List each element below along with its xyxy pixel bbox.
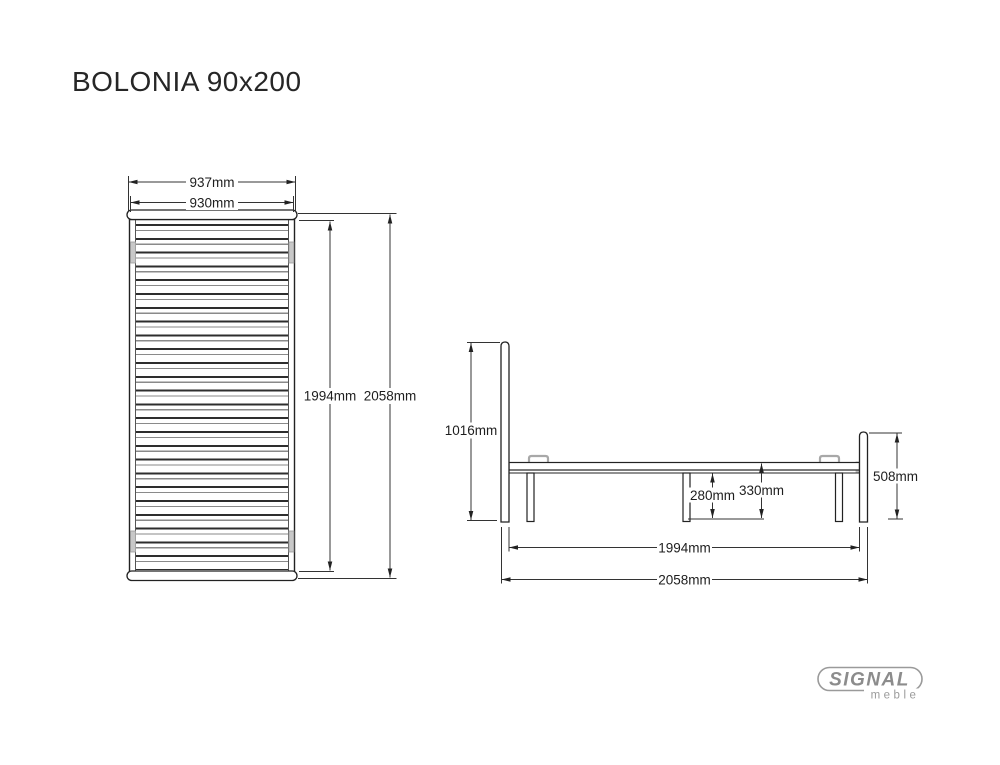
- dim-underframe-clearance: 280mm: [689, 473, 736, 518]
- top-view-frame: [128, 218, 296, 573]
- leg-head: [526, 472, 535, 523]
- leg-foot: [834, 472, 844, 523]
- dim-label-side-1994: 1994mm: [658, 540, 711, 555]
- tab-top-right: [288, 241, 295, 264]
- headboard: [500, 341, 510, 523]
- dim-label-1016: 1016mm: [445, 423, 498, 438]
- side-rail: [508, 461, 861, 471]
- signal-logo: SIGNAL meble: [817, 666, 924, 702]
- leg-middle: [682, 472, 691, 523]
- dim-label-280: 280mm: [690, 488, 735, 503]
- dim-label-508: 508mm: [873, 469, 918, 484]
- bed-slats-pattern: [136, 224, 288, 570]
- top-view-headboard-bar: [126, 209, 298, 221]
- tab-top-left: [130, 241, 137, 264]
- dim-label-top-1994: 1994mm: [304, 389, 357, 404]
- top-view-footboard-bar: [126, 570, 298, 582]
- dim-label-side-2058: 2058mm: [658, 572, 711, 587]
- dim-top-length-slats: 1994mm: [303, 221, 357, 571]
- footboard: [858, 431, 869, 523]
- logo-sub-text: meble: [871, 690, 920, 702]
- dim-label-330: 330mm: [739, 483, 784, 498]
- dim-label-937: 937mm: [189, 175, 234, 190]
- top-view-mounting-tabs: [130, 241, 295, 553]
- dim-label-930: 930mm: [189, 195, 234, 210]
- logo-sub-backing: [864, 688, 924, 701]
- dim-footboard-height: 508mm: [869, 432, 919, 520]
- page-title: BOLONIA 90x200: [72, 66, 302, 97]
- dim-label-top-2058: 2058mm: [364, 389, 417, 404]
- bracket-right: [818, 454, 841, 463]
- top-view: 937mm 930mm 1994mm: [126, 174, 417, 582]
- dim-top-width-outer: 937mm: [128, 174, 296, 212]
- logo-brand-text: SIGNAL: [829, 670, 910, 691]
- tab-bottom-right: [288, 530, 295, 553]
- dim-headboard-height: 1016mm: [444, 342, 500, 521]
- dim-side-length-outer: 2058mm: [501, 572, 868, 587]
- side-view: 1016mm 280mm 330mm 508mm: [444, 341, 919, 587]
- dim-top-width-slats: 930mm: [130, 195, 294, 212]
- dim-top-length-outer: 2058mm: [363, 214, 417, 578]
- top-view-extension-lines: [298, 213, 397, 579]
- dim-frame-top-height: 330mm: [738, 463, 785, 518]
- rail-brackets: [527, 454, 841, 463]
- tab-bottom-left: [130, 530, 137, 553]
- bracket-left: [527, 454, 550, 463]
- legs: [526, 472, 844, 523]
- dim-side-length-inner: 1994mm: [509, 540, 860, 555]
